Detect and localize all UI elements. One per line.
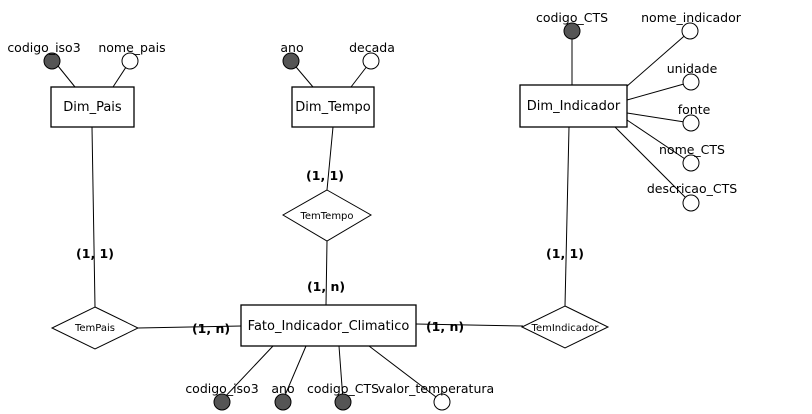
attr-label-tempo-ano: ano (280, 40, 303, 55)
entity-dim-indicador[interactable]: Dim_Indicador (519, 84, 628, 128)
attr-label-nome-indicador: nome_indicador (641, 10, 742, 25)
connector-lines (53, 30, 692, 401)
fk-marker-codigo-cts (334, 393, 352, 411)
attr-label-fato-codigo-iso3: codigo_iso3 (185, 381, 258, 396)
cardinality-indicador: (1, 1) (546, 246, 584, 261)
attr-marker-nome-indicador (681, 22, 699, 40)
fk-marker-codigo-iso3 (213, 393, 231, 411)
attr-marker-fonte (682, 114, 700, 132)
entity-dim-pais-label: Dim_Pais (63, 100, 122, 115)
cardinality-labels: (1, 1) (1, n) (1, 1) (1, n) (1, 1) (1, n… (76, 168, 584, 336)
attr-marker-descricao-cts (682, 194, 700, 212)
cardinality-pais-fato: (1, n) (192, 321, 230, 336)
attr-label-unidade: unidade (667, 61, 718, 76)
attribute-markers (43, 22, 700, 411)
fk-marker-ano (274, 393, 292, 411)
relationship-tem-tempo[interactable]: TemTempo (282, 189, 372, 242)
attr-marker-nome-cts (682, 154, 700, 172)
attr-label-pais-codigo-iso3: codigo_iso3 (7, 40, 80, 55)
relationship-tem-pais-label: TemPais (74, 323, 115, 334)
relationship-tem-indicador[interactable]: TemIndicador (520, 305, 610, 349)
attr-label-valor-temperatura: valor_temperatura (378, 381, 494, 396)
cardinality-tempo-fato: (1, n) (307, 279, 345, 294)
attr-marker-nome-pais (121, 52, 139, 70)
attr-marker-decada (362, 52, 380, 70)
attr-label-nome-cts: nome_CTS (659, 142, 725, 157)
cardinality-tempo: (1, 1) (306, 168, 344, 183)
attr-label-fato-ano: ano (271, 381, 294, 396)
relationship-tem-tempo-label: TemTempo (299, 211, 353, 222)
pk-marker-ano (282, 52, 300, 70)
entity-dim-tempo[interactable]: Dim_Tempo (291, 86, 375, 128)
attr-label-nome-pais: nome_pais (98, 40, 165, 55)
cardinality-indicador-fato: (1, n) (426, 319, 464, 334)
entity-dim-tempo-label: Dim_Tempo (295, 100, 370, 115)
attr-marker-valor-temperatura (433, 393, 451, 411)
entity-dim-pais[interactable]: Dim_Pais (50, 86, 135, 128)
relationship-tem-pais[interactable]: TemPais (50, 306, 140, 350)
relationship-tem-indicador-label: TemIndicador (531, 323, 600, 334)
entity-fato-indicador-climatico[interactable]: Fato_Indicador_Climatico (240, 304, 417, 347)
attr-label-fato-codigo-cts: codigo_CTS (307, 381, 379, 396)
entity-dim-indicador-label: Dim_Indicador (527, 99, 621, 114)
attr-label-decada: decada (349, 40, 395, 55)
pk-marker-codigo-iso3 (43, 52, 61, 70)
attr-marker-unidade (682, 73, 700, 91)
attr-label-fonte: fonte (678, 102, 711, 117)
attr-label-descricao-cts: descricao_CTS (647, 181, 737, 196)
attr-label-indicador-codigo-cts: codigo_CTS (536, 10, 608, 25)
attribute-labels: codigo_iso3 nome_pais ano decada codigo_… (7, 10, 741, 396)
entity-fato-label: Fato_Indicador_Climatico (248, 319, 410, 334)
pk-marker-codigo-cts (563, 22, 581, 40)
cardinality-pais: (1, 1) (76, 246, 114, 261)
